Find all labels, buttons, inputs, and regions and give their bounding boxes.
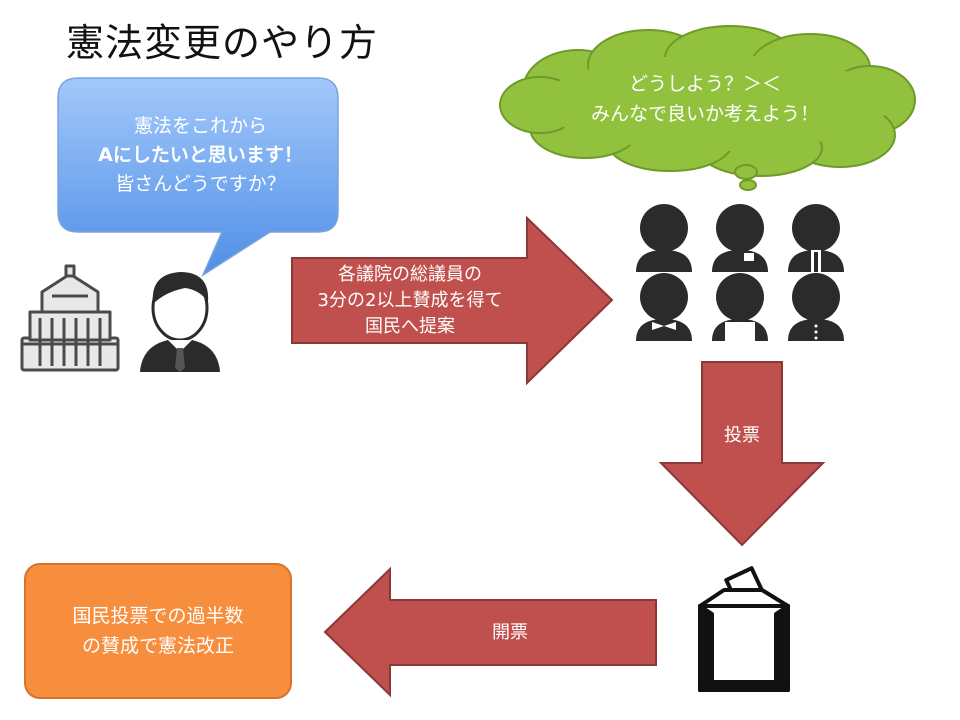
arrow-propose-text: 各議院の総議員の 3分の2以上賛成を得て 国民へ提案 — [300, 262, 520, 340]
propose-line: 3分の2以上賛成を得て — [317, 290, 503, 311]
speech-line: 憲法をこれから — [133, 115, 267, 137]
speech-bubble-text: 憲法をこれから Aにしたいと思います！ 皆さんどうですか？ — [58, 112, 343, 199]
diet-building-icon — [20, 264, 120, 372]
thought-dot-large — [734, 164, 758, 180]
speech-line: Aにしたいと思います！ — [98, 144, 303, 166]
thought-cloud-text: どうしよう？＞＜ みんなで良いか考えよう！ — [520, 69, 890, 129]
people-details — [652, 250, 821, 341]
people-group-icon — [636, 204, 844, 341]
result-box: 国民投票での過半数 の賛成で憲法改正 — [24, 563, 292, 699]
propose-line: 国民へ提案 — [365, 316, 455, 337]
arrow-vote-label: 投票 — [724, 425, 760, 446]
speech-bubble — [57, 77, 339, 277]
arrow-count — [323, 566, 657, 698]
thought-dot-medium — [739, 179, 757, 191]
cloud-line: みんなで良いか考えよう！ — [590, 103, 819, 125]
page-title: 憲法変更のやり方 — [66, 21, 379, 65]
arrow-vote — [658, 361, 826, 547]
arrow-propose — [291, 215, 614, 386]
speech-line: 皆さんどうですか？ — [115, 173, 286, 195]
propose-line: 各議院の総議員の — [338, 264, 482, 285]
politician-icon — [140, 272, 220, 372]
result-line: の賛成で憲法改正 — [81, 635, 234, 657]
arrow-count-label: 開票 — [492, 622, 528, 643]
result-line: 国民投票での過半数 — [72, 605, 244, 627]
ballot-box-icon — [698, 566, 790, 692]
thought-cloud-fill — [540, 55, 890, 151]
cloud-line: どうしよう？＞＜ — [628, 73, 781, 95]
